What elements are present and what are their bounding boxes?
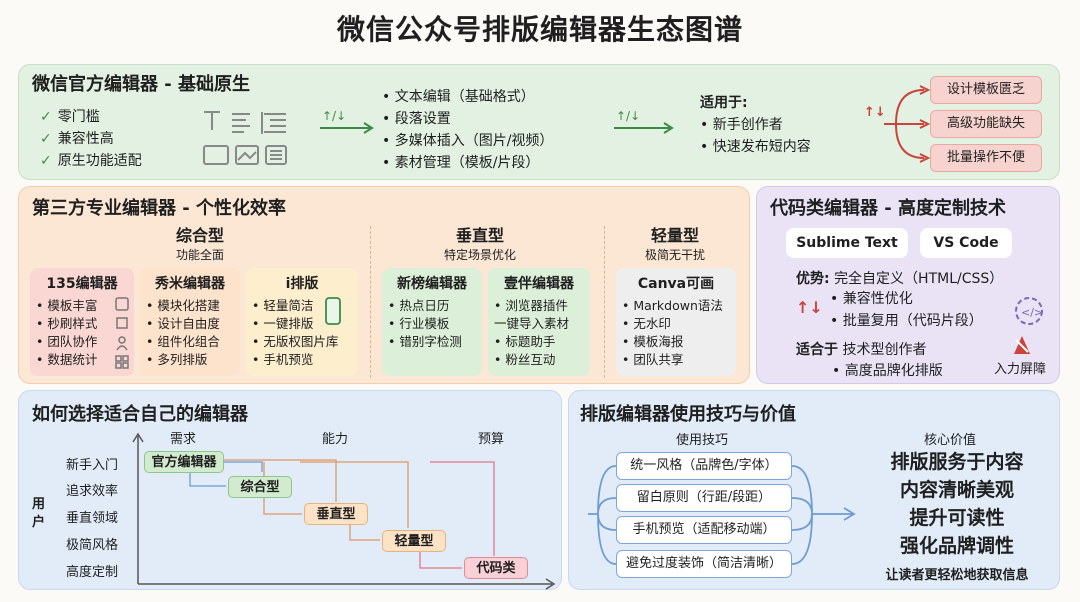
- updown-icon: ↑↓: [796, 298, 823, 317]
- official-editor-panel: [18, 64, 1060, 180]
- node-comprehensive: 综合型: [228, 476, 292, 498]
- group-vertical: 垂直型 特定场景优化: [443, 226, 516, 262]
- limit-branches: ↑↓: [864, 85, 931, 163]
- limit-badge: 高级功能缺失: [930, 110, 1042, 138]
- check-item: ✓兼容性高: [40, 131, 114, 147]
- team-icon: [118, 336, 126, 344]
- align-icon: [232, 113, 250, 133]
- tool-sublime: Sublime Text: [786, 228, 908, 258]
- official-checks: ✓零门槛 ✓兼容性高 ✓原生功能适配: [40, 106, 142, 172]
- check-item: ✓零门槛: [40, 109, 100, 125]
- editor-card-xinbang: 新榜编辑器 • 热点日历 • 行业模板 • 错别字检测: [382, 268, 482, 376]
- grid-icon: [115, 355, 122, 362]
- node-code: 代码类: [464, 557, 528, 579]
- divider: [370, 226, 371, 378]
- code-gear-icon: </>: [1015, 297, 1043, 325]
- code-suit: 适合于 技术型创作者 • 高度品牌化排版: [796, 342, 943, 379]
- core-values: 排版服务于内容 内容清晰美观 提升可读性 强化品牌调性: [890, 451, 1024, 557]
- editor-card-xiumi: 秀米编辑器 • 模块化搭建 • 设计自由度 • 组件化组合 • 多列排版: [140, 268, 240, 376]
- svg-text:↑/↓: ↑/↓: [322, 109, 346, 123]
- code-advantage-list: • 兼容性优化 • 批量复用（代码片段）: [830, 291, 983, 329]
- list-icon: [265, 145, 287, 165]
- page-title: 微信公众号排版编辑器生态图谱: [336, 13, 743, 46]
- text-icon: [204, 111, 220, 130]
- node-light: 轻量型: [382, 530, 446, 552]
- third-party-header: 第三方专业编辑器 - 个性化效率: [32, 198, 287, 219]
- row-label: 新手入门: [66, 458, 119, 473]
- value-footer: 让读者更轻松地获取信息: [885, 568, 1029, 583]
- tip-item: 避免过度装饰（简洁清晰）: [616, 550, 792, 578]
- code-header: 代码类编辑器 - 高度定制技术: [770, 198, 1007, 219]
- node-vertical: 垂直型: [304, 503, 368, 525]
- axis-label-need: 需求: [170, 432, 197, 447]
- check-icon: ✓: [40, 109, 52, 125]
- crop-icon: [116, 317, 128, 329]
- group-comprehensive: 综合型 功能全面: [175, 226, 224, 262]
- image-icon: [235, 145, 259, 165]
- axis-label-budget: 预算: [478, 432, 505, 447]
- svg-text:↑↓: ↑↓: [864, 105, 886, 120]
- official-features: • 文本编辑（基础格式） • 段落设置 • 多媒体插入（图片/视频） • 素材管…: [382, 89, 554, 171]
- axis-label-ability: 能力: [322, 432, 349, 447]
- group-light: 轻量型 极简无干扰: [644, 226, 705, 262]
- code-advantage: 优势: 完全自定义（HTML/CSS）: [796, 271, 1004, 287]
- line-spacing-icon: [261, 112, 286, 134]
- tool-vscode: VS Code: [920, 228, 1012, 258]
- phone-icon: [325, 297, 341, 325]
- editor-card-yiban: 壹伴编辑器 • 浏览器插件 一键导入素材 • 标题助手 • 粉丝互动: [488, 268, 590, 376]
- tips-col-label: 使用技巧: [676, 433, 729, 448]
- barrier-icon: [1014, 336, 1030, 354]
- row-label: 极简风格: [66, 538, 119, 553]
- check-item: ✓原生功能适配: [40, 153, 142, 169]
- format-icons: [203, 111, 287, 165]
- tip-item: 留白原则（行距/段距）: [616, 484, 792, 512]
- official-header: 微信官方编辑器 - 基础原生: [32, 74, 251, 95]
- svg-text:↑/↓: ↑/↓: [616, 109, 640, 123]
- barrier-label: 入力屏障: [994, 362, 1047, 377]
- tips-header: 排版编辑器使用技巧与价值: [580, 404, 796, 425]
- tip-item: 统一风格（品牌色/字体）: [616, 452, 792, 480]
- limit-badge: 设计模板匮乏: [930, 76, 1042, 104]
- code-editor-panel: [756, 186, 1060, 384]
- official-suited: 适用于: • 新手创作者 • 快速发布短内容: [700, 95, 811, 155]
- row-label: 追求效率: [66, 484, 119, 499]
- gallery-icon: [203, 145, 229, 165]
- card-icons: [115, 297, 129, 369]
- check-icon: ✓: [40, 153, 52, 169]
- row-label: 垂直领域: [66, 511, 119, 526]
- template-icon: [115, 297, 129, 311]
- arrow-connector: ↑/↓: [614, 109, 674, 134]
- limit-badge: 批量操作不便: [930, 144, 1042, 172]
- divider: [604, 226, 605, 378]
- choose-header: 如何选择适合自己的编辑器: [32, 404, 248, 425]
- node-official: 官方编辑器: [144, 451, 224, 473]
- check-icon: ✓: [40, 131, 52, 147]
- row-label: 高度定制: [66, 565, 119, 580]
- tip-item: 手机预览（适配移动端）: [616, 516, 792, 544]
- axis-label-user: 用户: [32, 497, 46, 530]
- arrow-connector: ↑/↓: [320, 109, 374, 134]
- svg-text:</>: </>: [1021, 306, 1043, 319]
- value-col-label: 核心价值: [924, 433, 977, 448]
- editor-card-canva: Canva可画 • Markdown语法 • 无水印 • 模板海报 • 团队共享: [616, 268, 736, 376]
